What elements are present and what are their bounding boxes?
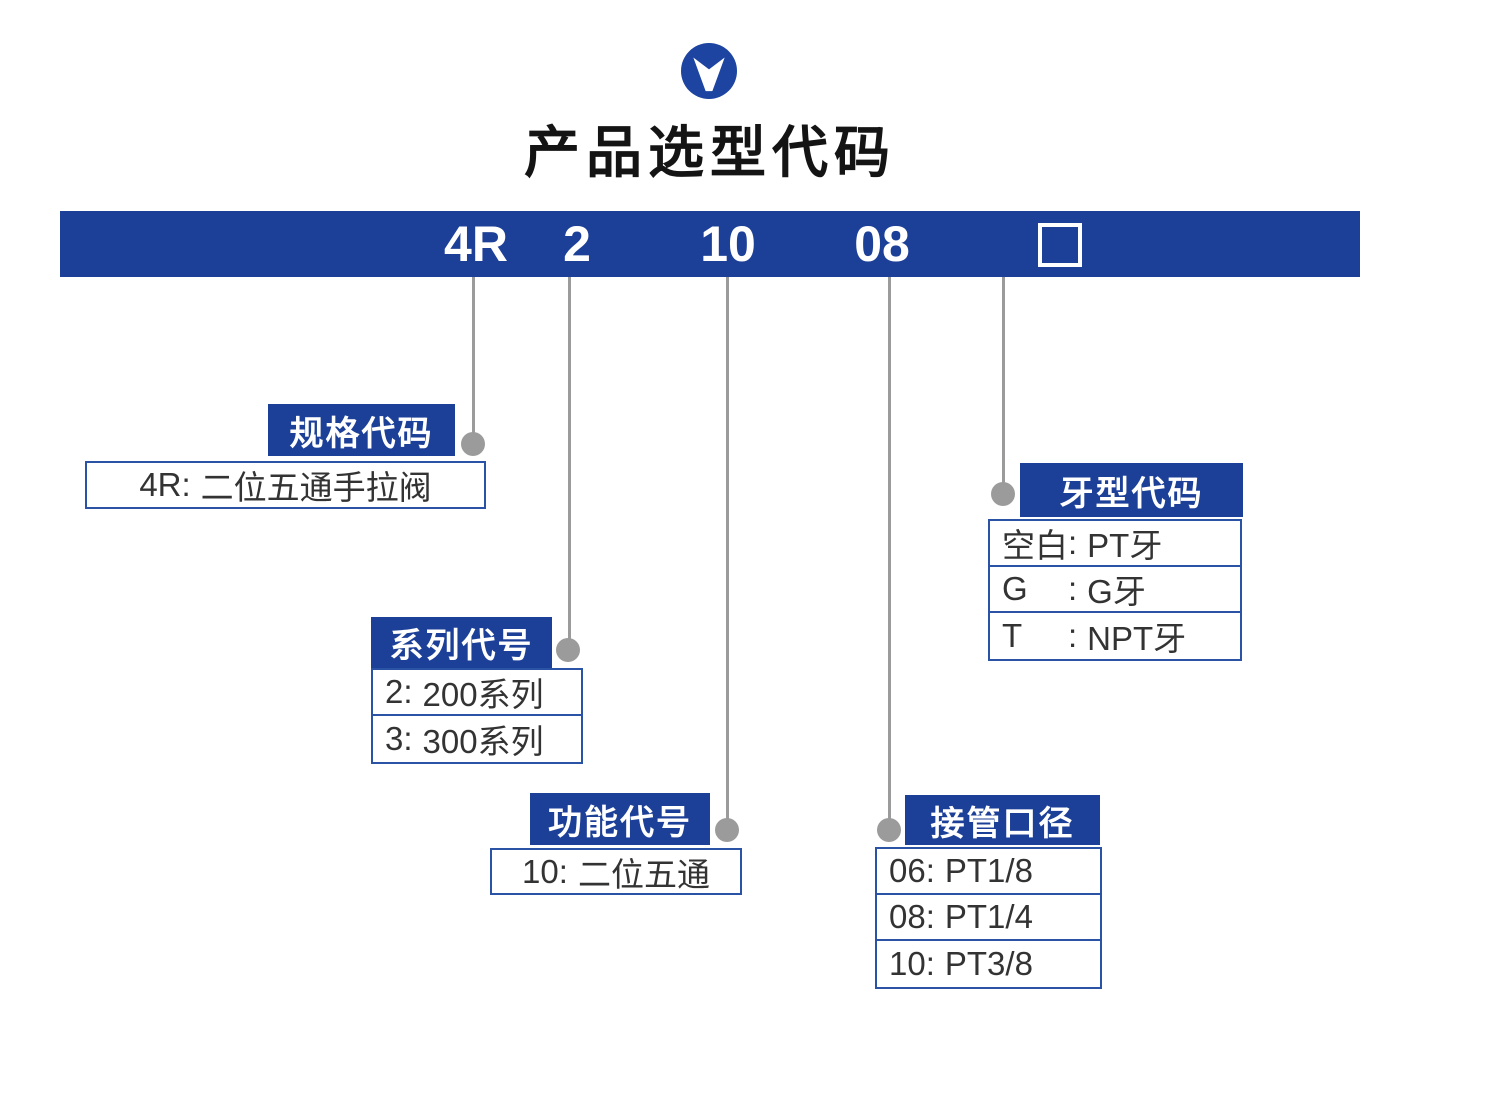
series-code-box: 2: 200系列 3: 300系列	[371, 668, 583, 764]
connector-line-function	[726, 277, 729, 821]
code-segment-function: 10	[700, 216, 756, 272]
port-size-box: 06: PT1/8 08: PT1/4 10: PT3/8	[875, 847, 1102, 989]
thread-code-value: T	[1002, 617, 1023, 654]
thread-row-g: G: G牙	[990, 567, 1240, 613]
code-segment-series: 2	[563, 216, 591, 272]
connector-line-thread	[1002, 277, 1005, 485]
model-code-bar: 4R 2 10 08	[60, 211, 1360, 277]
function-code-box: 10: 二位五通	[490, 848, 742, 895]
thread-code-desc: NPT牙	[1087, 620, 1187, 657]
port-size-value: 10	[889, 945, 926, 982]
thread-code-placeholder-square	[1038, 223, 1082, 267]
separator: :	[925, 945, 935, 982]
connector-dot-port-size	[877, 818, 901, 842]
connector-line-series	[568, 277, 571, 641]
port-size-row: 06: PT1/8	[877, 849, 1100, 895]
separator: :	[403, 673, 413, 710]
connector-dot-series	[556, 638, 580, 662]
thread-code-desc: G牙	[1087, 573, 1146, 610]
connector-line-port-size	[888, 277, 891, 821]
label-function-code: 功能代号	[530, 793, 710, 845]
separator: :	[925, 852, 935, 889]
port-size-value: 08	[889, 898, 926, 935]
spec-code-value: 4R	[139, 466, 182, 503]
connector-line-spec	[472, 277, 475, 435]
spec-code-box: 4R: 二位五通手拉阀	[85, 461, 486, 509]
code-segment-port-size: 08	[854, 216, 910, 272]
port-size-row: 10: PT3/8	[877, 941, 1100, 987]
code-segment-spec: 4R	[444, 216, 508, 272]
port-size-desc: PT1/4	[944, 898, 1033, 935]
thread-code-value: 空白	[1002, 527, 1068, 564]
port-size-value: 06	[889, 852, 926, 889]
series-row-300: 3: 300系列	[373, 716, 581, 762]
series-code-value: 3	[385, 720, 404, 757]
port-size-desc: PT1/8	[944, 852, 1033, 889]
connector-dot-function	[715, 818, 739, 842]
separator: :	[1068, 570, 1078, 607]
series-row-200: 2: 200系列	[373, 670, 581, 716]
page-title: 产品选型代码	[524, 121, 896, 184]
port-size-desc: PT3/8	[944, 945, 1033, 982]
brand-v-logo-icon	[681, 43, 737, 99]
label-port-size: 接管口径	[905, 795, 1100, 845]
label-spec-code: 规格代码	[268, 404, 455, 456]
thread-code-value: G	[1002, 570, 1028, 607]
function-code-desc: 二位五通	[577, 855, 710, 893]
separator: :	[925, 898, 935, 935]
function-code-value: 10	[522, 852, 559, 890]
separator: :	[1068, 617, 1078, 654]
series-code-desc: 200系列	[422, 676, 544, 713]
label-thread-code: 牙型代码	[1020, 463, 1243, 517]
spec-code-desc: 二位五通手拉阀	[200, 469, 432, 506]
connector-dot-spec	[461, 432, 485, 456]
connector-dot-thread	[991, 482, 1015, 506]
separator: :	[181, 466, 191, 503]
thread-row-pt: 空白: PT牙	[990, 521, 1240, 567]
thread-row-npt: T: NPT牙	[990, 613, 1240, 659]
port-size-row: 08: PT1/4	[877, 895, 1100, 941]
thread-code-desc: PT牙	[1087, 527, 1163, 564]
label-series-code: 系列代号	[371, 617, 552, 668]
separator: :	[403, 720, 413, 757]
separator: :	[558, 852, 568, 890]
series-code-value: 2	[385, 673, 404, 710]
separator: :	[1068, 524, 1078, 561]
series-code-desc: 300系列	[422, 723, 544, 760]
thread-code-box: 空白: PT牙 G: G牙 T: NPT牙	[988, 519, 1242, 661]
